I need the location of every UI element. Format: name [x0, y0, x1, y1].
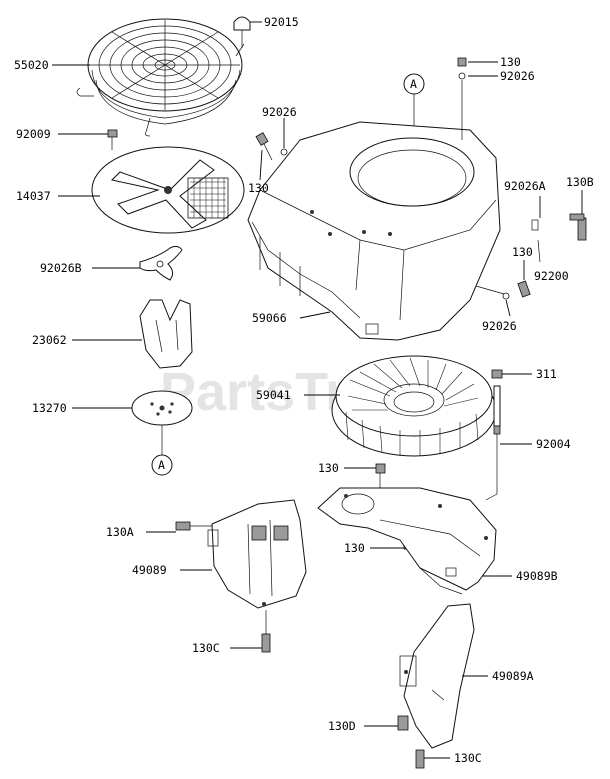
label-92026a: 92026A	[504, 179, 546, 193]
label-49089: 49089	[132, 563, 167, 577]
label-49089a: 49089A	[492, 669, 534, 683]
shroud-49089	[175, 499, 307, 653]
baffle-49089b	[317, 487, 497, 595]
label-130-lower: 130	[344, 541, 365, 555]
label-92026-top-right: 92026	[500, 69, 535, 83]
label-92026b: 92026B	[40, 261, 82, 275]
screw-92009	[107, 129, 118, 150]
stud-and-nut	[485, 369, 503, 501]
svg-text:A: A	[410, 77, 417, 91]
label-130-mid-right: 130	[512, 245, 533, 259]
housing-hardware	[255, 57, 587, 300]
cap-nut	[233, 16, 251, 48]
label-13270: 13270	[32, 401, 67, 415]
label-14037: 14037	[16, 189, 51, 203]
fan-cover-plate	[91, 146, 245, 234]
label-130a: 130A	[106, 525, 134, 539]
label-130c-bottom: 130C	[454, 751, 482, 765]
label-92026-mid-right: 92026	[482, 319, 517, 333]
part-labels: 55020 92015 92009 14037 92026B 23062 132…	[14, 15, 594, 765]
label-92200: 92200	[534, 269, 569, 283]
label-130-mid: 130	[318, 461, 339, 475]
label-130-top-right: 130	[500, 55, 521, 69]
shroud-49089a	[397, 603, 475, 769]
label-130b: 130B	[566, 175, 594, 189]
label-49089b: 49089B	[516, 569, 558, 583]
label-92026-top: 92026	[262, 105, 297, 119]
label-130c-left: 130C	[192, 641, 220, 655]
label-130d: 130D	[328, 719, 356, 733]
plate-13270	[131, 390, 193, 426]
leader-lines	[52, 21, 583, 759]
label-23062: 23062	[32, 333, 67, 347]
label-92004: 92004	[536, 437, 571, 451]
label-59066: 59066	[252, 311, 287, 325]
svg-text:A: A	[158, 458, 165, 472]
label-55020: 55020	[14, 58, 49, 72]
bracket	[139, 299, 193, 369]
label-92009: 92009	[16, 127, 51, 141]
label-92015: 92015	[264, 15, 299, 29]
cooling-fan	[331, 355, 497, 457]
label-130-top-left: 130	[248, 181, 269, 195]
blower-housing	[247, 121, 501, 341]
spring-clip	[139, 245, 183, 281]
callout-a-left: A	[151, 425, 173, 476]
label-311: 311	[536, 367, 557, 381]
fan-guard-screen	[76, 18, 245, 137]
label-59041: 59041	[256, 388, 291, 402]
